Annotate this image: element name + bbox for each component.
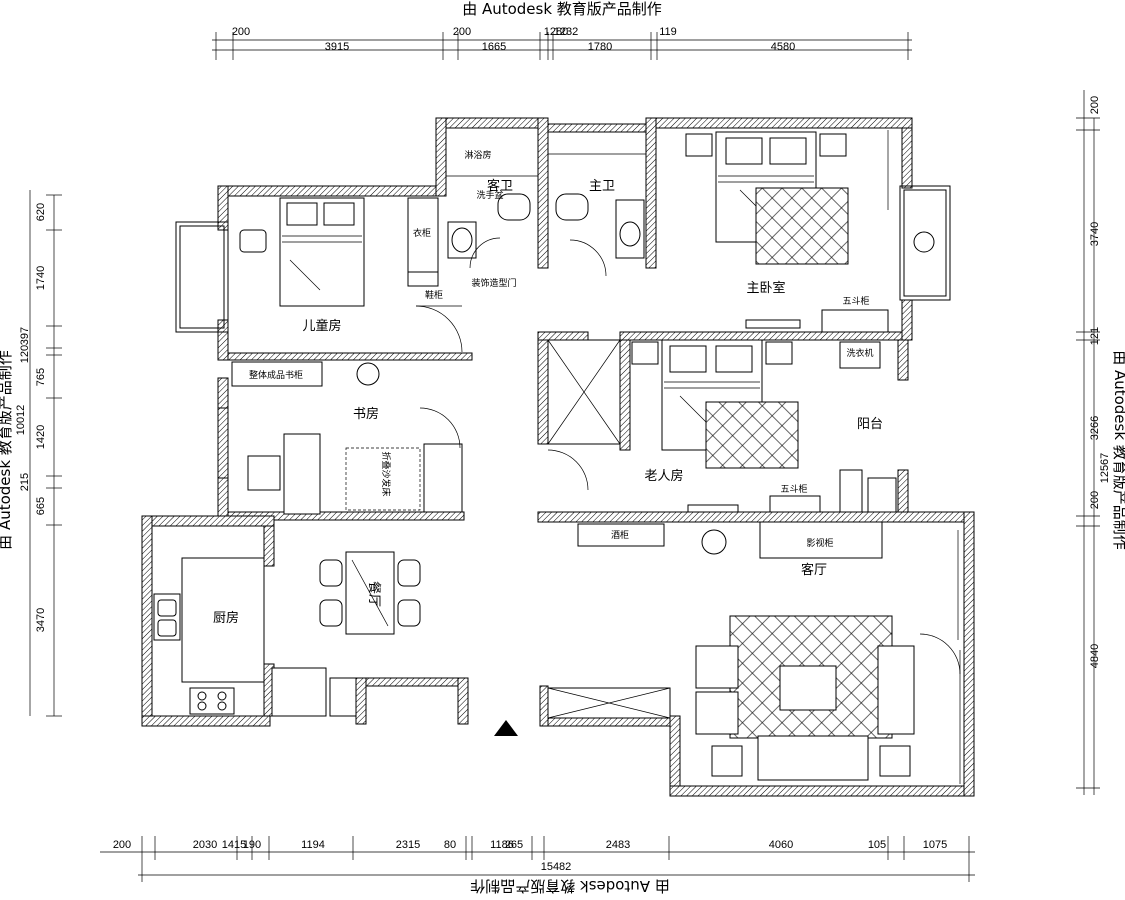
label-decor-door: 装饰造型门 [471,277,516,289]
dim-right-4: 200 [1089,491,1101,509]
dim-bottom-0: 200 [113,839,131,851]
dim-bottom-12: 1075 [923,839,947,851]
top-dimensions: 200 3915 200 1665 1280 1232 1780 119 458… [212,26,912,60]
dim-top-5: 1232 [554,26,578,38]
watermark-bottom: 由 Autodesk 教育版产品制作 [470,877,670,895]
elder-room: 洗衣机 阳台 老人房 五斗柜 [547,339,897,513]
dim-top-7: 119 [659,26,677,38]
room-master-bedroom: 主卧室 [746,280,785,296]
dim-left-7: 665 [35,497,47,515]
watermark-right: 由 Autodesk 教育版产品制作 [1111,350,1125,550]
left-dimensions: 620 1740 397 120 765 1420 215 665 3470 1… [15,190,62,717]
dim-bottom-4: 1194 [301,839,325,851]
living-room: 酒柜 影视柜 客厅 [547,521,961,781]
right-dimensions: 200 3740 121 3266 200 4840 12567 [1076,90,1111,795]
dim-bottom-1: 2030 [193,839,217,851]
dim-left-6: 215 [19,473,31,491]
watermark-top: 由 Autodesk 教育版产品制作 [462,0,662,18]
room-dining: 餐厅 [366,581,382,607]
dim-left-5: 1420 [35,425,47,449]
room-study: 书房 [353,406,379,422]
dim-left-4: 765 [35,368,47,386]
dim-top-6: 1780 [588,41,612,53]
label-tv-cabinet: 影视柜 [806,537,833,549]
dim-top-8: 4580 [771,41,795,53]
walls [141,117,975,797]
dim-right-0: 200 [1089,96,1101,114]
kitchen: 厨房 [153,557,265,715]
dim-left-0: 620 [35,203,47,221]
label-chest-master: 五斗柜 [842,295,869,307]
room-guest-bath: 客卫 [487,178,513,194]
room-children: 儿童房 [302,318,341,334]
plant-icon [356,362,380,386]
room-living: 客厅 [801,562,827,578]
watermark-left: 由 Autodesk 教育版产品制作 [0,350,14,550]
dim-left-1: 1740 [35,266,47,290]
label-wine-cabinet: 酒柜 [611,529,629,541]
room-balcony: 阳台 [857,417,883,432]
dim-left-8: 3470 [35,608,47,632]
dim-left-total: 10012 [15,405,27,436]
label-study-shelf: 整体成品书柜 [249,369,303,381]
study: 整体成品书柜 书房 折叠沙发床 [231,361,463,515]
bathrooms: 淋浴房 客卫 洗手盆 主卫 装饰造型门 [446,149,646,289]
master-bedroom: 主卧室 五斗柜 [685,130,935,333]
dim-bottom-8: 265 [505,839,523,851]
label-shoe-cabinet: 鞋柜 [425,289,443,301]
room-master-bath: 主卫 [589,179,615,194]
dim-bottom-total: 15482 [541,861,572,873]
dim-bottom-10: 4060 [769,839,793,851]
label-washbasin: 洗手盆 [476,189,503,201]
room-shower: 淋浴房 [464,149,491,161]
dim-top-2: 200 [453,26,471,38]
dim-left-3: 120 [19,345,31,363]
dim-left-2: 397 [19,327,31,345]
dim-bottom-11: 105 [868,839,886,851]
dim-right-2: 121 [1089,327,1101,345]
dim-top-0: 200 [232,26,250,38]
children-room: 衣柜 鞋柜 儿童房 [239,197,463,353]
dim-bottom-7: 1186 [490,839,514,851]
dim-right-1: 3740 [1089,222,1101,246]
dim-top-4: 1280 [544,26,568,38]
room-kitchen: 厨房 [213,610,239,626]
dining: 餐厅 [271,551,518,736]
children-wardrobe [407,197,439,273]
dim-right-5: 4840 [1089,644,1101,668]
label-washer: 洗衣机 [846,347,873,359]
plant-icon [701,529,727,555]
room-elder: 老人房 [644,468,683,484]
label-sofa-bed: 折叠沙发床 [380,451,392,496]
dim-bottom-2: 1415 [222,839,246,851]
dim-right-total: 12567 [1099,453,1111,484]
dim-bottom-5: 2315 [396,839,420,851]
bay-windows [175,185,961,784]
entrance-arrow-icon [494,720,518,736]
dim-bottom-3: 190 [243,839,261,851]
label-chest-elder: 五斗柜 [780,483,807,495]
dim-top-3: 1665 [482,41,506,53]
label-wardrobe: 衣柜 [413,227,431,239]
dim-bottom-9: 2483 [606,839,630,851]
bottom-dimensions: 200 2030 1415 190 1194 2315 80 1186 265 … [100,836,975,882]
dim-top-1: 3915 [325,41,349,53]
dim-right-3: 3266 [1089,416,1101,440]
dim-bottom-6: 80 [444,839,456,851]
